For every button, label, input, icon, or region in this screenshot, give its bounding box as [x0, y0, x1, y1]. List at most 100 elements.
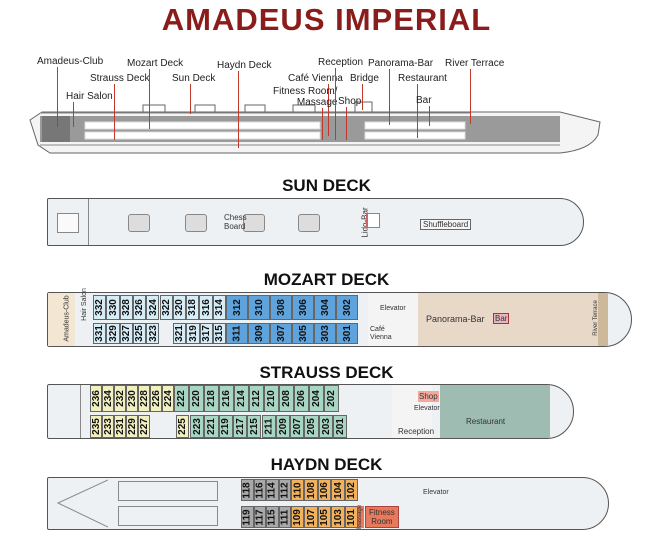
cabin-332[interactable]: 332 [93, 295, 107, 320]
cabin-114[interactable]: 114 [266, 479, 279, 501]
cabin-number: 104 [332, 481, 344, 499]
cabin-229[interactable]: 229 [126, 415, 138, 438]
cabin-number: 220 [191, 390, 202, 407]
cabin-102[interactable]: 102 [344, 479, 358, 501]
cabin-307[interactable]: 307 [270, 323, 292, 344]
cabin-308[interactable]: 308 [270, 295, 292, 320]
cabin-104[interactable]: 104 [331, 479, 345, 501]
cabin-216[interactable]: 216 [219, 385, 234, 412]
cabin-302[interactable]: 302 [336, 295, 358, 320]
cabin-106[interactable]: 106 [317, 479, 332, 501]
cabin-233[interactable]: 233 [102, 415, 114, 438]
cabin-321[interactable]: 321 [173, 323, 187, 344]
cabin-305[interactable]: 305 [292, 323, 314, 344]
cabin-225[interactable]: 225 [176, 415, 189, 438]
cabin-310[interactable]: 310 [248, 295, 270, 320]
cabin-227[interactable]: 227 [138, 415, 150, 438]
cabin-301[interactable]: 301 [336, 323, 358, 344]
label-shop: Shop [338, 96, 362, 107]
cabin-236[interactable]: 236 [90, 385, 102, 412]
cabin-number: 328 [120, 299, 132, 316]
cabin-226[interactable]: 226 [150, 385, 162, 412]
cabin-319[interactable]: 319 [186, 323, 200, 344]
cabin-330[interactable]: 330 [106, 295, 120, 320]
cabin-304[interactable]: 304 [314, 295, 336, 320]
label-panorama-bar: Panorama-Bar [368, 58, 434, 69]
cabin-316[interactable]: 316 [199, 295, 213, 320]
cabin-204[interactable]: 204 [309, 385, 324, 412]
cabin-223[interactable]: 223 [190, 415, 205, 438]
cabin-201[interactable]: 201 [333, 415, 348, 438]
cabin-208[interactable]: 208 [279, 385, 294, 412]
cabin-231[interactable]: 231 [114, 415, 126, 438]
cabin-329[interactable]: 329 [106, 323, 120, 344]
cabin-202[interactable]: 202 [324, 385, 339, 412]
cabin-220[interactable]: 220 [189, 385, 204, 412]
cabin-119[interactable]: 119 [241, 506, 254, 528]
cabin-322[interactable]: 322 [159, 295, 173, 320]
cabin-number: 332 [94, 299, 106, 316]
cabin-105[interactable]: 105 [317, 506, 332, 528]
cabin-108[interactable]: 108 [304, 479, 318, 501]
cabin-235[interactable]: 235 [90, 415, 102, 438]
cabin-207[interactable]: 207 [290, 415, 305, 438]
cabin-232[interactable]: 232 [114, 385, 126, 412]
cabin-206[interactable]: 206 [294, 385, 309, 412]
cabin-number: 215 [248, 418, 260, 435]
cabin-218[interactable]: 218 [204, 385, 219, 412]
cabin-311[interactable]: 311 [226, 323, 248, 344]
cabin-103[interactable]: 103 [331, 506, 345, 528]
cabin-112[interactable]: 112 [278, 479, 291, 501]
cabin-209[interactable]: 209 [275, 415, 291, 438]
cabin-222[interactable]: 222 [174, 385, 189, 412]
cabin-228[interactable]: 228 [138, 385, 150, 412]
cabin-215[interactable]: 215 [247, 415, 262, 438]
cabin-318[interactable]: 318 [186, 295, 200, 320]
cabin-219[interactable]: 219 [218, 415, 233, 438]
cabin-number: 109 [292, 508, 304, 526]
cabin-number: 111 [279, 509, 291, 525]
cabin-230[interactable]: 230 [126, 385, 138, 412]
cabin-324[interactable]: 324 [146, 295, 160, 320]
cabin-221[interactable]: 221 [204, 415, 219, 438]
cabin-323[interactable]: 323 [146, 323, 160, 344]
cabin-331[interactable]: 331 [93, 323, 107, 344]
cabin-205[interactable]: 205 [304, 415, 319, 438]
cabin-212[interactable]: 212 [249, 385, 264, 412]
cabin-303[interactable]: 303 [314, 323, 336, 344]
cabin-326[interactable]: 326 [132, 295, 147, 320]
cabin-306[interactable]: 306 [292, 295, 314, 320]
cabin-116[interactable]: 116 [253, 479, 266, 501]
cabin-number: 216 [221, 390, 232, 407]
cabin-117[interactable]: 117 [253, 506, 266, 528]
cabin-number: 210 [266, 390, 277, 407]
cabin-210[interactable]: 210 [264, 385, 279, 412]
cabin-325[interactable]: 325 [132, 323, 147, 344]
cabin-320[interactable]: 320 [172, 295, 187, 320]
cabin-number: 330 [107, 299, 119, 316]
cabin-327[interactable]: 327 [119, 323, 133, 344]
cabin-118[interactable]: 118 [241, 479, 254, 501]
cabin-203[interactable]: 203 [318, 415, 333, 438]
cabin-317[interactable]: 317 [199, 323, 213, 344]
cabin-211[interactable]: 211 [261, 415, 276, 438]
cabin-234[interactable]: 234 [102, 385, 114, 412]
cabin-314[interactable]: 314 [212, 295, 226, 320]
cabin-107[interactable]: 107 [304, 506, 318, 528]
cabin-315[interactable]: 315 [212, 323, 227, 344]
cabin-111[interactable]: 111 [278, 506, 291, 528]
cabin-328[interactable]: 328 [119, 295, 133, 320]
cabin-312[interactable]: 312 [226, 295, 248, 320]
cabin-224[interactable]: 224 [162, 385, 174, 412]
cabin-115[interactable]: 115 [266, 506, 279, 528]
cabin-214[interactable]: 214 [234, 385, 249, 412]
cabin-101[interactable]: 101 [344, 506, 358, 528]
cabin-309[interactable]: 309 [248, 323, 270, 344]
cabin-number: 107 [305, 508, 317, 526]
cabin-217[interactable]: 217 [232, 415, 248, 438]
cabin-110[interactable]: 110 [291, 479, 305, 501]
cabin-number: 309 [253, 325, 265, 342]
cabin-109[interactable]: 109 [291, 506, 305, 528]
